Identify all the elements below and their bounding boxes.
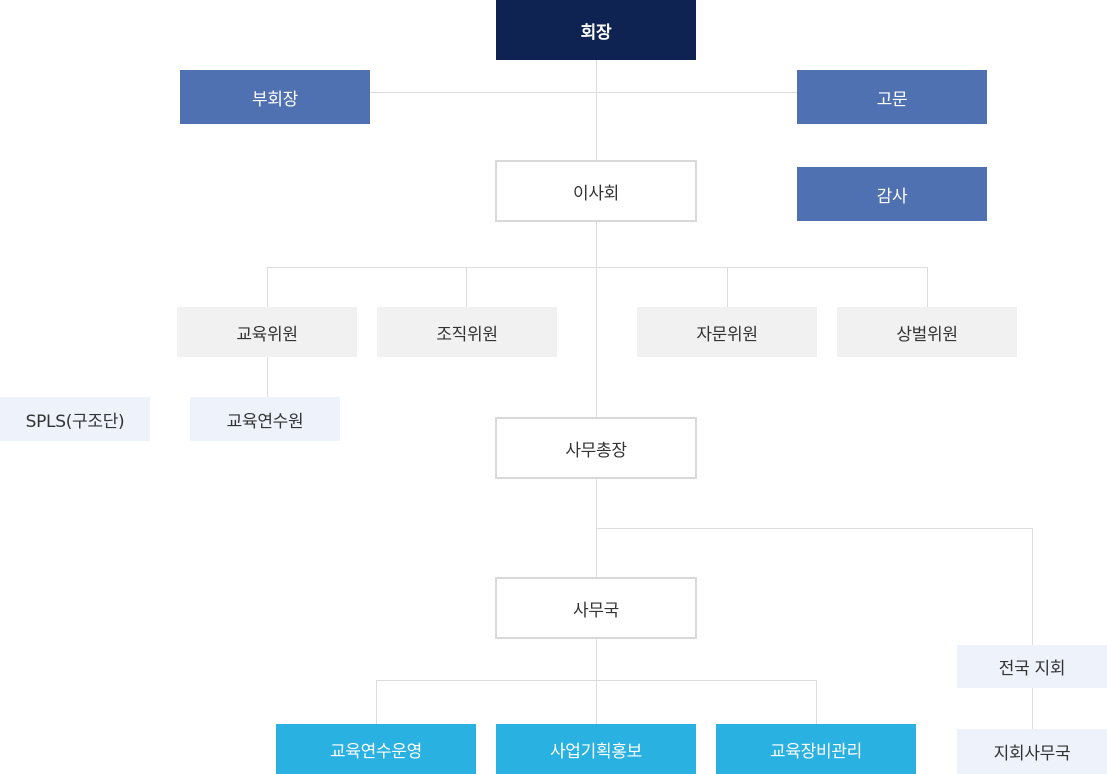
committee-education-label: 교육위원 xyxy=(236,324,298,345)
dept-planning-pr-label: 사업기획홍보 xyxy=(549,741,643,762)
dept-training-ops-label: 교육연수운영 xyxy=(329,741,423,762)
committee-organization-box: 조직위원 xyxy=(377,307,557,357)
auditor-label: 감사 xyxy=(876,186,908,207)
connector-line xyxy=(596,220,597,418)
secretary-general-label: 사무총장 xyxy=(565,440,627,461)
dept-equipment-mgmt-label: 교육장비관리 xyxy=(769,741,863,762)
connector-line xyxy=(1032,688,1033,729)
board-box: 이사회 xyxy=(495,160,697,222)
board-label: 이사회 xyxy=(572,183,620,204)
connector-line xyxy=(596,60,597,160)
president-label: 회장 xyxy=(580,22,612,43)
splss-label: SPLS(구조단) xyxy=(25,411,125,432)
connector-line xyxy=(596,638,597,724)
national-branches-box: 전국 지회 xyxy=(957,645,1107,688)
connector-line xyxy=(727,267,728,307)
secretariat-label: 사무국 xyxy=(572,600,620,621)
branch-office-box: 지회사무국 xyxy=(957,729,1107,774)
vice-president-label: 부회장 xyxy=(251,89,299,110)
connector-line xyxy=(1032,528,1033,645)
president-box: 회장 xyxy=(496,0,696,60)
advisor-label: 고문 xyxy=(876,89,908,110)
connector-line xyxy=(466,267,467,307)
branch-office-label: 지회사무국 xyxy=(993,744,1071,764)
connector-line xyxy=(376,680,377,724)
advisor-box: 고문 xyxy=(797,70,987,124)
vice-president-box: 부회장 xyxy=(180,70,370,124)
committee-discipline-label: 상벌위원 xyxy=(896,324,958,345)
dept-training-ops-box: 교육연수운영 xyxy=(276,724,476,774)
committee-education-box: 교육위원 xyxy=(177,307,357,357)
connector-line xyxy=(267,356,268,397)
committee-advisory-box: 자문위원 xyxy=(637,307,817,357)
connector-line xyxy=(376,680,817,681)
secretariat-box: 사무국 xyxy=(495,577,697,639)
training-institute-label: 교육연수원 xyxy=(226,411,304,432)
committee-discipline-box: 상벌위원 xyxy=(837,307,1017,357)
connector-line xyxy=(267,267,928,268)
connector-line xyxy=(370,92,797,93)
committee-advisory-label: 자문위원 xyxy=(696,324,758,345)
connector-line xyxy=(596,528,1033,529)
connector-line xyxy=(267,267,268,307)
connector-line xyxy=(816,680,817,724)
training-institute-box: 교육연수원 xyxy=(190,397,340,441)
dept-equipment-mgmt-box: 교육장비관리 xyxy=(716,724,916,774)
national-branches-label: 전국 지회 xyxy=(998,659,1066,679)
connector-line xyxy=(927,267,928,307)
splss-box: SPLS(구조단) xyxy=(0,397,150,441)
auditor-box: 감사 xyxy=(797,167,987,221)
dept-planning-pr-box: 사업기획홍보 xyxy=(496,724,696,774)
committee-organization-label: 조직위원 xyxy=(436,324,498,345)
secretary-general-box: 사무총장 xyxy=(495,417,697,479)
